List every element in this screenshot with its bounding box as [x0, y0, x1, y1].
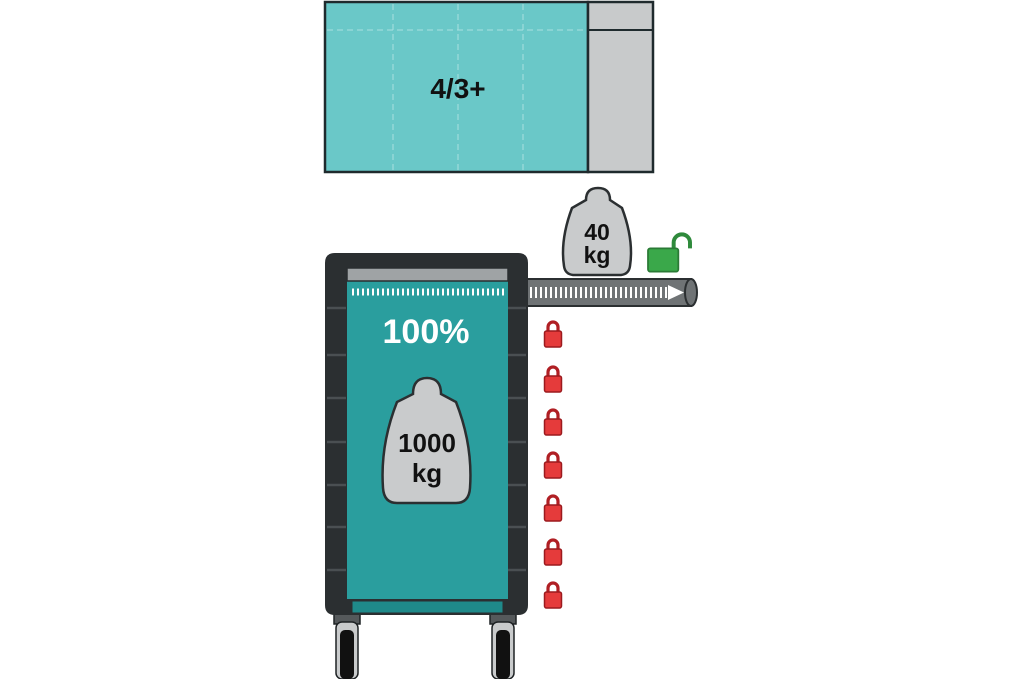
cabinet-weight-amount: 1000 — [398, 428, 456, 458]
drawer-locks — [543, 320, 563, 610]
cabinet-capacity-label: 100% — [383, 313, 470, 351]
drawer-rail — [526, 278, 698, 307]
cabinet-weight-unit: kg — [412, 458, 442, 488]
caster-wheel-icon — [489, 613, 517, 679]
padlock-closed-icon — [543, 320, 563, 349]
padlock-closed-icon — [543, 581, 563, 610]
padlock-closed-icon — [543, 451, 563, 480]
module-box-grid — [327, 4, 586, 170]
module-box: 4/3+ — [323, 0, 655, 174]
padlock-closed-icon — [543, 365, 563, 394]
padlock-closed-icon — [543, 538, 563, 567]
cabinet-top-handle — [346, 267, 509, 282]
weight-icon: 1000 kg — [381, 376, 472, 505]
padlock-closed-icon — [543, 408, 563, 437]
padlock-closed-icon — [543, 494, 563, 523]
trolley-cabinet: 100% 1000 kg — [325, 253, 528, 679]
side-drawer-fronts — [327, 306, 526, 572]
drawer-weight-amount: 40 — [584, 219, 610, 245]
caster-wheel-icon — [333, 613, 361, 679]
arrow-right-icon — [668, 285, 684, 300]
drawer-weight-unit: kg — [584, 242, 611, 268]
weight-icon: 40 kg — [561, 186, 633, 277]
module-box-side-panel — [586, 0, 655, 174]
padlock-open-icon — [648, 234, 690, 271]
module-box-label: 4/3+ — [430, 73, 485, 104]
